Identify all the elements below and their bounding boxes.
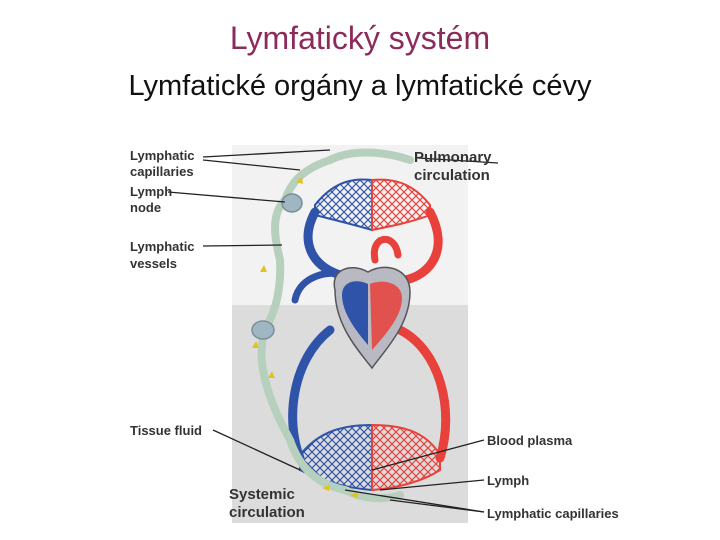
diagram-labels: Lymphatic capillaries Lymph node Lymphat… (130, 148, 619, 521)
label-lymphatic-capillaries-top-2: capillaries (130, 164, 194, 179)
lymph-flow-arrows (252, 177, 358, 498)
label-blood-plasma: Blood plasma (487, 433, 573, 448)
arterial-vessels (370, 207, 451, 463)
flow-arrow-icon (260, 265, 267, 272)
systemic-capillary-bed (299, 423, 441, 492)
flow-arrow-icon (252, 341, 259, 348)
label-systemic-circulation-2: circulation (229, 504, 305, 521)
flow-arrow-icon (296, 177, 303, 184)
label-lymph-node-1: Lymph (130, 184, 172, 199)
heart (333, 266, 411, 370)
pulmonary-capillary-bed (314, 178, 431, 232)
label-pulmonary-circulation-2: circulation (414, 167, 490, 184)
label-lymphatic-vessels-1: Lymphatic (130, 239, 195, 254)
label-lymphatic-capillaries-top-1: Lymphatic (130, 148, 195, 163)
slide-subtitle: Lymfatické orgány a lymfatické cévy (128, 70, 592, 102)
label-tissue-fluid: Tissue fluid (130, 423, 202, 438)
label-pulmonary-circulation-1: Pulmonary (414, 149, 492, 166)
leader-lines (167, 149, 499, 513)
flow-arrow-icon (350, 492, 358, 498)
lymph-nodes (251, 193, 303, 340)
lymph-node-lower (251, 320, 275, 340)
flow-arrow-icon (268, 371, 275, 378)
label-lymphatic-capillaries-bottom: Lymphatic capillaries (487, 506, 619, 521)
slide-title: Lymfatický systém (229, 20, 491, 56)
label-lymph: Lymph (487, 473, 529, 488)
label-lymphatic-vessels-2: vessels (130, 256, 177, 271)
lymph-node-upper (281, 193, 303, 213)
label-systemic-circulation-1: Systemic (229, 486, 295, 503)
label-lymph-node-2: node (130, 200, 161, 215)
flow-arrow-icon (322, 485, 330, 491)
